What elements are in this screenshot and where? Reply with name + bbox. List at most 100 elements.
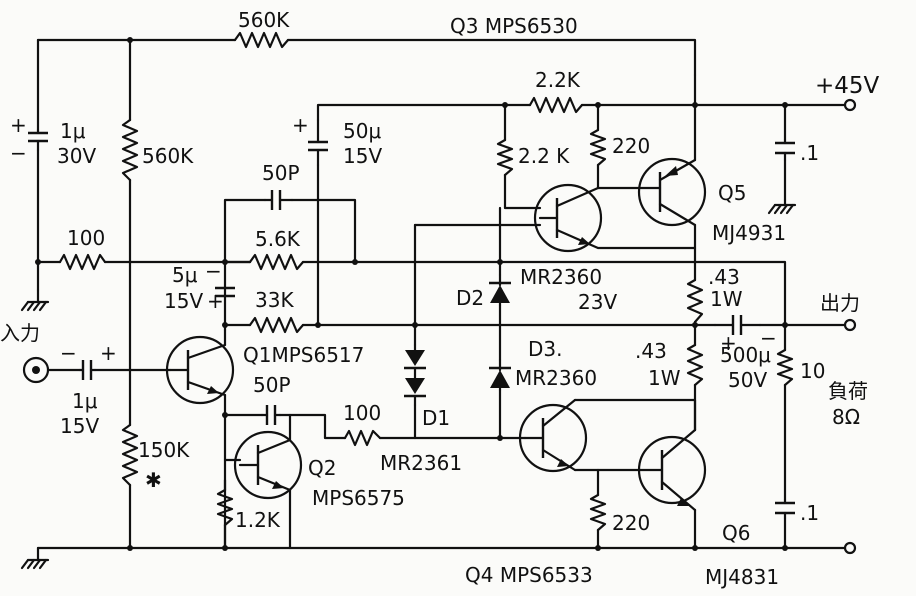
label-8ohm: 8Ω (832, 405, 860, 429)
capacitor-500u-50v (713, 315, 762, 335)
label-560k-left: 560K (142, 144, 194, 168)
label-mj4931: MJ4931 (712, 221, 786, 245)
resistor-100-left (58, 253, 107, 271)
transistor-q1 (165, 335, 235, 405)
label-q4: Q4 MPS6533 (465, 563, 593, 587)
label-1k2: 1.2K (235, 508, 281, 532)
resistor-043-b (686, 343, 704, 387)
label-50p-mid: 50P (253, 373, 291, 397)
label-d1: D1 (422, 406, 450, 430)
transistors (165, 157, 707, 512)
label-560k-top: 560K (238, 8, 290, 32)
ground-left-top (20, 288, 50, 312)
ground-left-bottom (20, 546, 50, 570)
resistor-560k-left (121, 118, 139, 182)
transistor-q2 (233, 413, 303, 500)
label-100-mid: 100 (343, 401, 381, 425)
label-input: 入力 (0, 321, 40, 345)
label-2k2-mid: 2.2 K (518, 144, 570, 168)
label-mr2360-a: MR2360 (520, 265, 602, 289)
label-50p-top: 50P (262, 161, 300, 185)
resistor-1k2 (216, 488, 234, 527)
label-1w-b: 1W (648, 366, 681, 390)
label-mps6575: MPS6575 (312, 486, 405, 510)
terminal-45v (843, 98, 857, 112)
label-r10: 10 (800, 359, 825, 383)
transistor-q6 (637, 428, 707, 512)
labels: 560K Q3 MPS6530 2.2K +45V + − 1μ 30V 560… (0, 8, 880, 589)
resistor-150k (121, 423, 139, 487)
capacitor-50p-mid (260, 405, 282, 425)
label-in-minus: − (60, 341, 77, 365)
label-c15v-plus: + (207, 289, 224, 313)
label-150k: 150K (138, 438, 190, 462)
label-100-left: 100 (67, 226, 105, 250)
capacitor-50p-top (263, 190, 294, 210)
capacitor-0-1-bot (775, 498, 795, 520)
label-output: 出力 (820, 291, 860, 315)
label-mr2361: MR2361 (380, 451, 462, 475)
label-in-plus: + (100, 341, 117, 365)
resistor-33k (248, 316, 305, 334)
transistor-q5 (637, 157, 707, 227)
resistor-100-mid (343, 429, 382, 447)
label-23v: 23V (578, 290, 617, 314)
wires (36, 38, 847, 550)
resistor-560k-top (233, 31, 290, 49)
resistor-2k2-top (528, 96, 584, 114)
diodes (404, 273, 511, 407)
label-plus-c1: + (10, 113, 27, 137)
label-mj4831: MJ4831 (705, 565, 779, 589)
label-043-a: .43 (708, 265, 740, 289)
ground-right-top (767, 198, 797, 215)
label-q3: Q3 MPS6530 (450, 14, 578, 38)
label-c50v: 15V (343, 144, 382, 168)
label-q5: Q5 (718, 181, 746, 205)
diode-d3 (489, 358, 511, 392)
junction-dots (35, 37, 788, 551)
capacitor-1u-30v (28, 128, 48, 152)
label-043-b: .43 (635, 339, 667, 363)
resistor-5k6 (248, 253, 305, 271)
terminals (22, 98, 857, 555)
input-jack (22, 356, 50, 384)
label-c500u: 500μ (720, 343, 771, 367)
label-star: ✱ (145, 468, 162, 492)
capacitor-0-1-top (775, 138, 795, 162)
transistor-q3 (533, 183, 697, 253)
terminal-ground (843, 541, 857, 555)
label-c1v: 30V (57, 144, 96, 168)
label-cin-15v: 15V (60, 414, 99, 438)
label-c500-minus: − (760, 326, 777, 350)
label-cap-bot: .1 (800, 501, 819, 525)
label-load: 負荷 (828, 379, 868, 403)
label-c5u-minus: − (205, 259, 222, 283)
capacitor-5u-15v (215, 286, 235, 298)
label-cap-top: .1 (800, 141, 819, 165)
diode-d2 (489, 273, 511, 307)
label-1w-a: 1W (710, 287, 743, 311)
label-d3: D3. (528, 337, 562, 361)
label-5k6: 5.6K (255, 227, 301, 251)
grounds (20, 198, 797, 570)
label-q1: Q1MPS6517 (243, 343, 364, 367)
label-2k2-top: 2.2K (535, 68, 581, 92)
label-c500v: 50V (728, 368, 767, 392)
label-c5u: 5μ (172, 263, 198, 287)
capacitor-50u-15v (308, 118, 328, 167)
resistors (58, 31, 794, 532)
resistor-2k2-mid (496, 138, 514, 177)
label-q6: Q6 (722, 521, 750, 545)
label-c1u: 1μ (60, 119, 86, 143)
label-q2: Q2 (308, 456, 336, 480)
capacitors (28, 118, 795, 520)
resistor-10 (776, 348, 794, 387)
resistor-043-a (686, 278, 704, 324)
label-c50u: 50μ (343, 119, 381, 143)
label-plus-c50: + (292, 113, 309, 137)
label-220-bot: 220 (612, 511, 650, 535)
label-c500-plus: + (720, 331, 737, 355)
terminal-output (843, 318, 857, 332)
